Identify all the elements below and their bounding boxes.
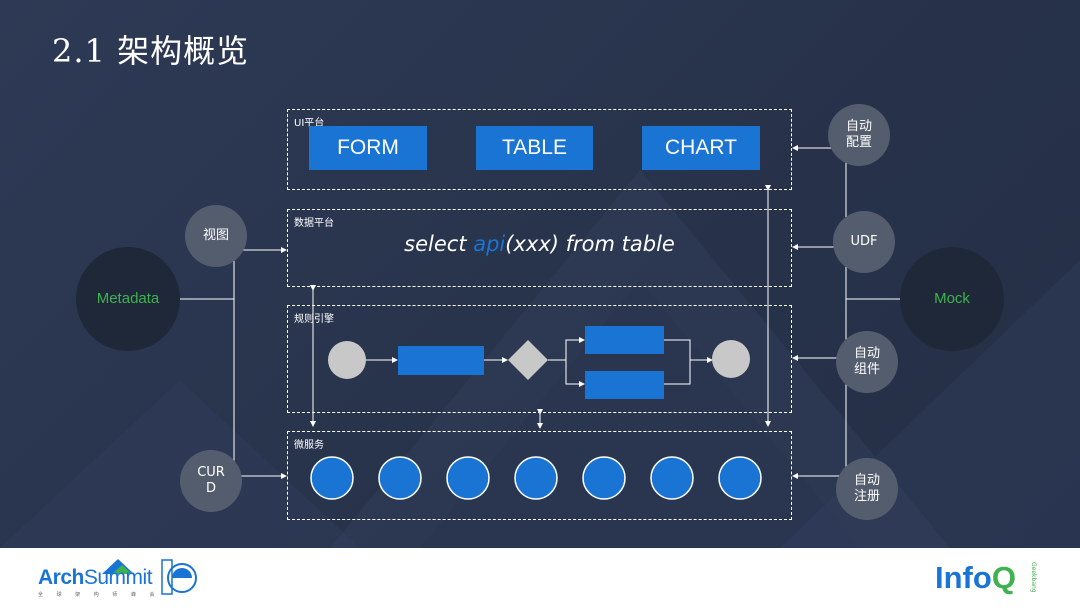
udf-circle: UDF bbox=[833, 211, 895, 273]
view-circle: 视图 bbox=[185, 205, 247, 267]
flow-branch-node-bottom bbox=[585, 371, 664, 399]
data-platform-panel: 数据平台 select api(xxx) from table bbox=[287, 209, 792, 287]
sql-suffix: (xxx) from table bbox=[505, 232, 675, 256]
sql-statement: select api(xxx) from table bbox=[288, 232, 791, 256]
ui-platform-label: UI平台 bbox=[294, 118, 325, 129]
ui-platform-panel: UI平台 bbox=[287, 109, 792, 190]
rule-engine-flow bbox=[328, 326, 750, 399]
archsummit-mountain-icon bbox=[102, 559, 134, 574]
flow-decision-node bbox=[508, 340, 548, 380]
curd-circle: CUR D bbox=[180, 450, 242, 512]
microservice-node bbox=[378, 456, 422, 500]
microservice-node bbox=[514, 456, 558, 500]
footer-bar: ArchSummit 全 球 架 构 师 峰 会 InfoQ Geekbang bbox=[0, 548, 1080, 608]
microservice-label: 微服务 bbox=[294, 440, 324, 451]
form-button[interactable]: FORM bbox=[309, 126, 427, 170]
archsummit-logo-main: Arch bbox=[38, 566, 84, 589]
archsummit-logo-sub: 全 球 架 构 师 峰 会 bbox=[38, 592, 161, 598]
microservice-panel: 微服务 bbox=[287, 431, 792, 520]
rule-engine-label: 规则引擎 bbox=[294, 314, 334, 325]
mock-circle: Mock bbox=[900, 247, 1004, 351]
slide-canvas: 2.1 架构概览 UI平台 FORM bbox=[0, 0, 1080, 548]
flow-edge bbox=[548, 359, 585, 387]
infoq-logo-q: Q bbox=[991, 560, 1016, 595]
microservice-node bbox=[582, 456, 626, 500]
infoq-logo-main: Info bbox=[935, 560, 992, 595]
auto-register-circle: 自动 注册 bbox=[836, 458, 898, 520]
microservice-node bbox=[718, 456, 762, 500]
flow-edge bbox=[664, 339, 691, 360]
flow-start-node bbox=[328, 341, 366, 379]
flow-process-node bbox=[398, 346, 484, 375]
archsummit-logo: ArchSummit bbox=[38, 566, 153, 590]
sql-api-keyword: api bbox=[473, 232, 506, 256]
anniversary-badge-icon bbox=[161, 559, 197, 595]
auto-component-circle: 自动 组件 bbox=[836, 331, 898, 393]
sql-prefix: select bbox=[404, 232, 474, 256]
table-button[interactable]: TABLE bbox=[476, 126, 593, 170]
rule-engine-panel: 规则引擎 bbox=[287, 305, 792, 413]
microservice-node bbox=[650, 456, 694, 500]
archsummit-logo-accent: Summit bbox=[83, 566, 153, 589]
auto-config-circle: 自动 配置 bbox=[828, 104, 890, 166]
infoq-logo: InfoQ bbox=[935, 560, 1016, 596]
microservice-nodes bbox=[310, 456, 762, 500]
infoq-logo-sub: Geekbang bbox=[1030, 562, 1037, 593]
flow-edge bbox=[664, 360, 691, 385]
data-platform-label: 数据平台 bbox=[294, 218, 334, 229]
microservice-node bbox=[310, 456, 354, 500]
chart-button[interactable]: CHART bbox=[642, 126, 760, 170]
flow-end-node bbox=[712, 340, 750, 378]
flow-branch-node-top bbox=[585, 326, 664, 354]
page-title: 2.1 架构概览 bbox=[52, 32, 250, 70]
metadata-circle: Metadata bbox=[76, 247, 180, 351]
microservice-node bbox=[446, 456, 490, 500]
